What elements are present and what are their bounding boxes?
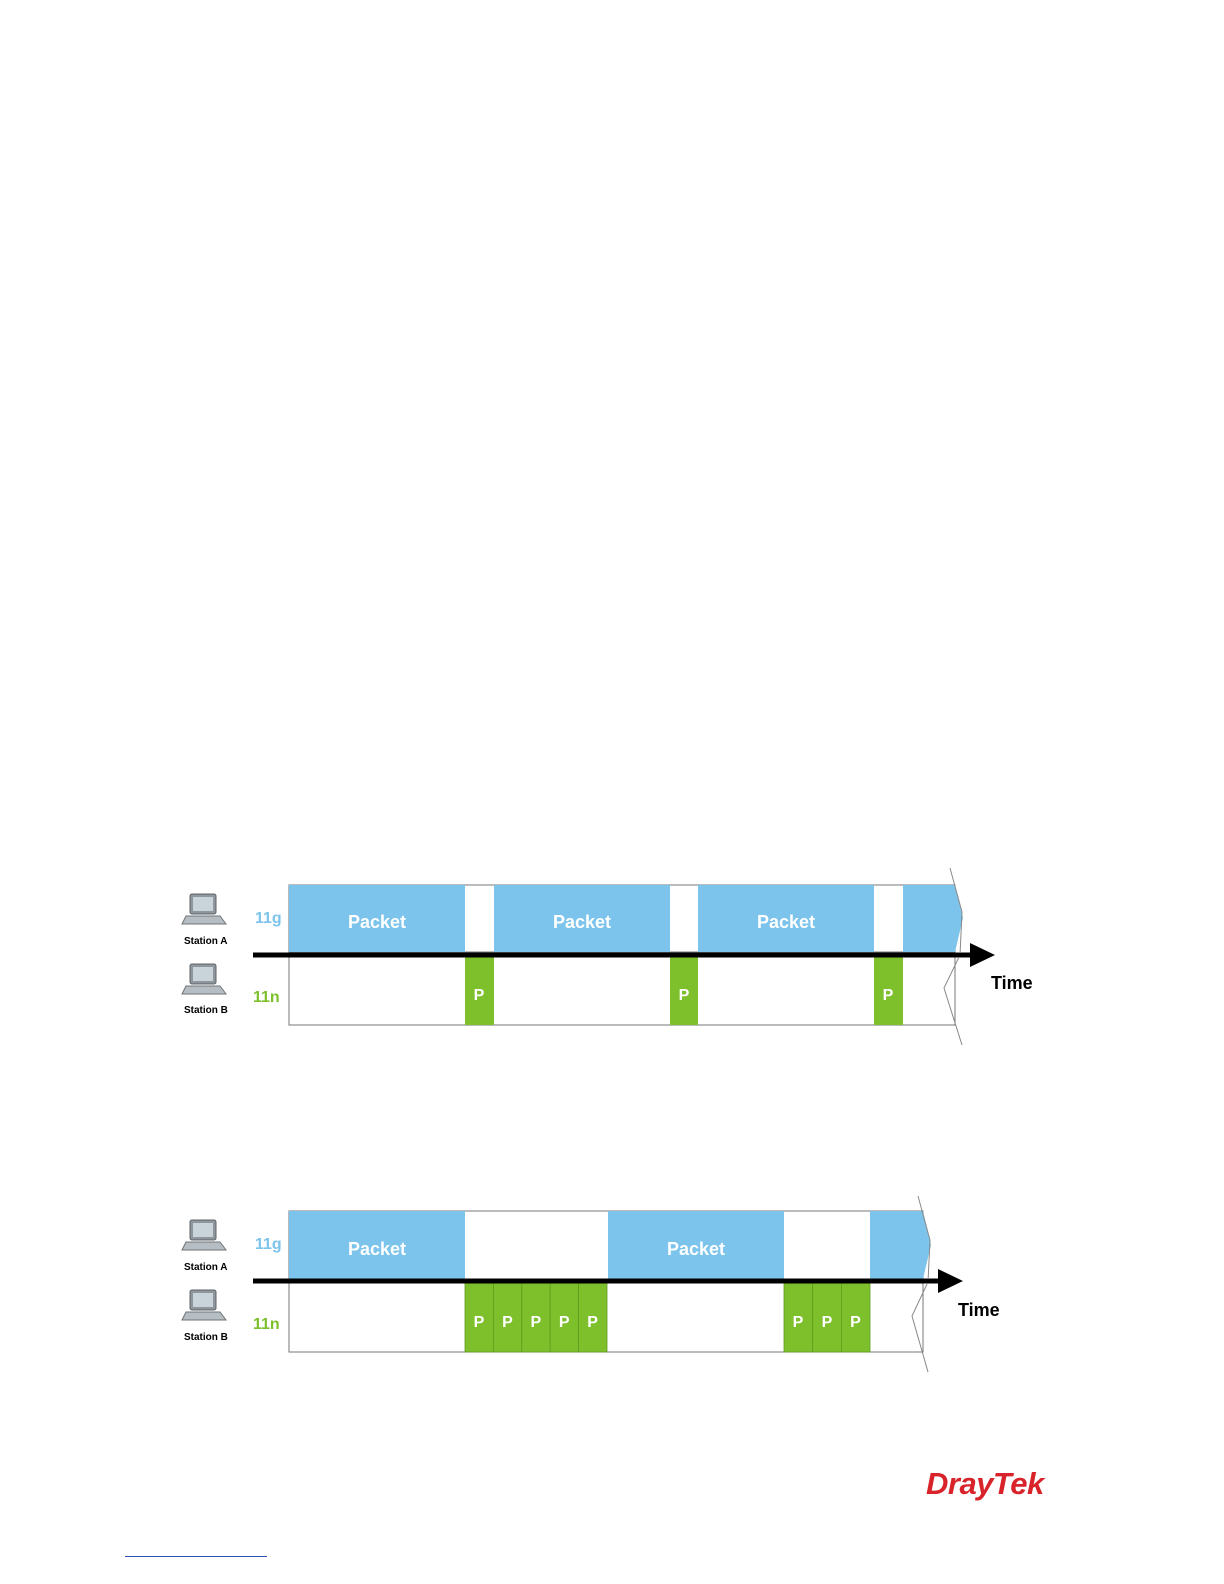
packet-block-partial (903, 885, 963, 952)
station-b-label: Station B (184, 1005, 228, 1016)
timing-diagram-2-svg: Station A Station B 11g 11n Packet Packe… (0, 1190, 1224, 1390)
p-label: P (883, 987, 894, 1004)
p-label: P (587, 1314, 598, 1331)
label-11g: 11g (255, 1236, 282, 1253)
p-label: P (793, 1314, 804, 1331)
label-11n: 11n (253, 989, 280, 1006)
p-label: P (474, 1314, 485, 1331)
station-a-label: Station A (184, 1262, 228, 1273)
timing-diagram-1-svg: Station A Station B 11g 11n Packet Packe… (0, 860, 1224, 1060)
packet-block-partial (870, 1211, 931, 1279)
time-label: Time (958, 1300, 1000, 1320)
station-a-label: Station A (184, 936, 228, 947)
p-label: P (474, 987, 485, 1004)
time-label: Time (991, 973, 1033, 993)
laptop-icon (182, 1220, 226, 1250)
laptop-icon (182, 894, 226, 924)
packet-label: Packet (667, 1239, 725, 1259)
station-b-label: Station B (184, 1332, 228, 1343)
label-11g: 11g (255, 910, 282, 927)
timing-diagram-1: Station A Station B 11g 11n Packet Packe… (0, 860, 1224, 1060)
timing-diagram-2: Station A Station B 11g 11n Packet Packe… (0, 1190, 1224, 1390)
packet-label: Packet (757, 912, 815, 932)
p-label: P (822, 1314, 833, 1331)
laptop-icon (182, 1290, 226, 1320)
time-arrow-head (938, 1269, 963, 1293)
draytek-logo: DrayTek (926, 1466, 1044, 1502)
p-label: P (679, 987, 690, 1004)
time-arrow-head (970, 943, 995, 967)
footer-link-underline (125, 1556, 267, 1557)
packet-label: Packet (553, 912, 611, 932)
row-11n-frame (289, 957, 955, 1025)
p-label: P (530, 1314, 541, 1331)
packet-label: Packet (348, 912, 406, 932)
p-label: P (559, 1314, 570, 1331)
p-label: P (850, 1314, 861, 1331)
p-label: P (502, 1314, 513, 1331)
laptop-icon (182, 964, 226, 994)
label-11n: 11n (253, 1316, 280, 1333)
packet-label: Packet (348, 1239, 406, 1259)
